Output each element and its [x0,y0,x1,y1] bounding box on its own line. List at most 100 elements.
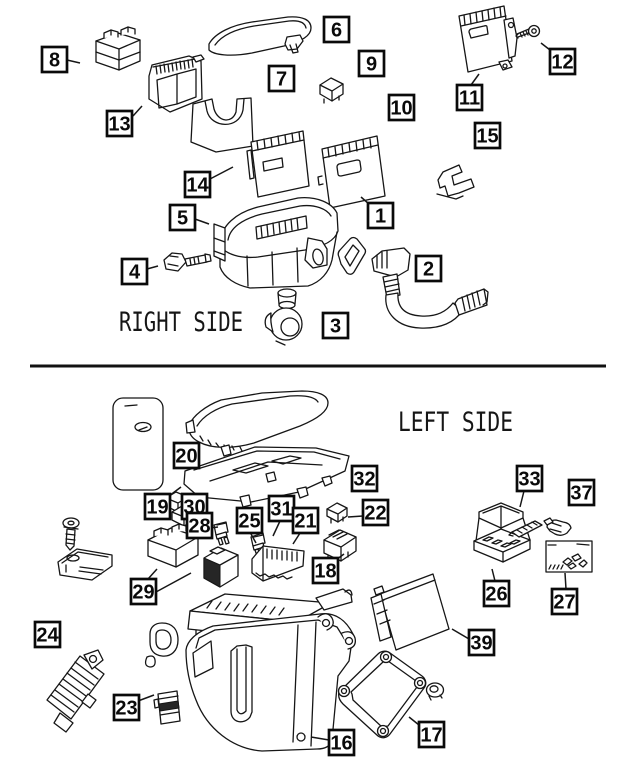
part-callout-13[interactable]: 13 [105,105,143,138]
callout-number-25: 25 [238,511,260,533]
part-callout-21[interactable]: 21 [291,506,320,545]
callout-box-16[interactable] [327,728,356,757]
part-callout-16[interactable]: 16 [310,728,356,757]
callout-box-4[interactable] [120,257,149,286]
leader-line-13 [132,105,143,117]
part-callout-17[interactable]: 17 [408,716,446,749]
part-callout-9[interactable]: 9 [357,49,386,78]
grommet-nut-drawing [425,682,445,701]
callout-box-19[interactable] [143,492,172,521]
grommet-seal-drawing [144,622,179,668]
part-29-fuse-block-drawing [147,523,199,568]
callout-number-27: 27 [553,592,575,614]
part-callout-18[interactable]: 18 [311,553,345,585]
part-callout-27[interactable]: 27 [550,572,579,616]
part-callout-1[interactable]: 1 [360,196,395,230]
leader-line-29 [147,568,158,580]
callout-box-33[interactable] [515,464,544,493]
part-callout-29[interactable]: 29 [129,568,192,606]
part-15-bracket-clip-drawing [436,164,475,200]
part-28-mini-fuse-drawing [213,521,230,546]
part-13-module-drawing [148,54,205,113]
callout-box-14[interactable] [183,170,212,199]
callout-box-5[interactable] [168,203,197,232]
part-22-relay-drawing [326,502,348,524]
callout-number-16: 16 [330,733,352,755]
callout-box-32[interactable] [350,464,379,493]
callout-box-25[interactable] [235,506,264,535]
part-callout-5[interactable]: 5 [168,203,210,232]
part-callout-33[interactable]: 33 [515,464,544,508]
part-callout-28[interactable]: 28 [185,511,219,540]
callout-box-24[interactable] [33,620,62,649]
part-callout-26[interactable]: 26 [482,568,511,608]
part-callout-23[interactable]: 23 [112,693,155,722]
callout-box-1[interactable] [366,201,395,230]
part-callout-32[interactable]: 32 [350,464,379,493]
callout-box-8[interactable] [40,45,69,74]
callout-number-23: 23 [115,698,137,720]
leader-line-31 [272,520,281,537]
part-callout-31[interactable]: 31 [267,494,296,537]
callout-box-18[interactable] [311,556,340,585]
module-gasket-drawing [337,236,367,275]
callout-box-22[interactable] [361,498,390,527]
callout-number-21: 21 [294,511,316,533]
callout-box-15[interactable] [473,121,502,150]
callout-box-13[interactable] [105,109,134,138]
leader-line-4 [146,265,159,270]
callout-box-21[interactable] [291,506,320,535]
callout-number-9: 9 [366,54,377,76]
part-callout-10[interactable]: 10 [387,93,416,122]
callout-box-23[interactable] [112,693,141,722]
callout-number-5: 5 [177,208,188,230]
part-2-vent-hose-drawing [371,247,489,329]
callout-box-28[interactable] [185,511,214,540]
part-callout-25[interactable]: 25 [235,506,264,544]
callout-number-2: 2 [423,259,434,281]
part-callout-19[interactable]: 19 [143,486,182,521]
callout-box-20[interactable] [172,441,201,470]
part-callout-20[interactable]: 20 [172,441,201,470]
callout-box-26[interactable] [482,579,511,608]
part-callout-39[interactable]: 39 [451,628,496,657]
callout-box-2[interactable] [414,254,443,283]
callout-number-19: 19 [146,497,168,519]
left-screw-drawing [62,517,80,551]
part-33-fuse-puller-drawing [508,520,543,538]
part-callout-14[interactable]: 14 [183,166,234,199]
part-callout-37[interactable]: 37 [567,478,596,507]
part-27-fuse-bag-drawing [545,540,593,573]
callout-number-15: 15 [476,126,498,148]
callout-box-27[interactable] [550,587,579,616]
part-20-side-cover-drawing [112,397,164,491]
part-11-control-unit-drawing [458,5,518,73]
callout-box-7[interactable] [267,64,296,93]
leader-line-39 [451,628,470,640]
callout-box-6[interactable] [322,15,351,44]
part-39-module-drawing [370,573,450,651]
callout-box-39[interactable] [467,628,496,657]
part-callout-24[interactable]: 24 [33,620,62,649]
part-callout-3[interactable]: 3 [321,311,350,340]
part-callout-15[interactable]: 15 [473,121,502,150]
callout-box-11[interactable] [455,83,484,112]
callout-box-9[interactable] [357,49,386,78]
callout-box-37[interactable] [567,478,596,507]
part-callout-11[interactable]: 11 [455,73,484,112]
part-callout-6[interactable]: 6 [322,15,351,44]
part-callout-22[interactable]: 22 [347,498,390,527]
part-8-relay-module-drawing [95,26,141,71]
callout-box-10[interactable] [387,93,416,122]
part-callout-12[interactable]: 12 [540,42,577,76]
part-callout-7[interactable]: 7 [267,64,296,93]
callout-box-17[interactable] [417,720,446,749]
callout-number-7: 7 [276,69,287,91]
callout-box-29[interactable] [129,577,158,606]
callout-number-28: 28 [188,516,210,538]
part-callout-2[interactable]: 2 [414,254,443,283]
part-callout-8[interactable]: 8 [40,45,81,74]
callout-box-12[interactable] [548,47,577,76]
callout-box-3[interactable] [321,311,350,340]
part-callout-4[interactable]: 4 [120,257,159,286]
